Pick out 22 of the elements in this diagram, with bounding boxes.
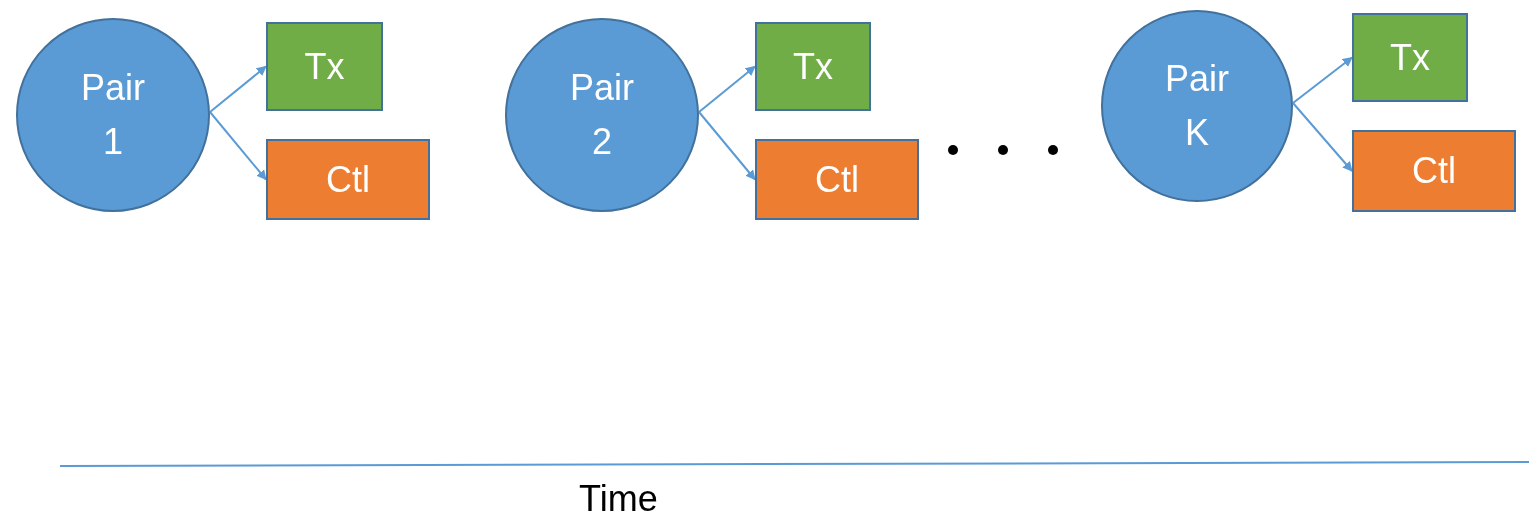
arrow [209, 111, 267, 181]
treatment-box [266, 22, 383, 111]
arrow [1292, 102, 1353, 172]
control-box [266, 139, 430, 220]
control-box [1352, 130, 1516, 212]
node-label: Ctl [1412, 149, 1456, 193]
node-label: Tx [304, 44, 345, 89]
node-label: Tx [1390, 35, 1430, 80]
node-label: Pair K [1164, 57, 1230, 155]
node-label: Pair 1 [80, 66, 146, 164]
arrow [698, 65, 756, 113]
axis-label: Time [579, 478, 658, 520]
node-label: Ctl [815, 157, 859, 202]
node-label: Tx [793, 44, 833, 89]
arrow [1292, 56, 1353, 104]
treatment-box [755, 22, 871, 111]
arrow [698, 111, 756, 181]
control-box [755, 139, 919, 220]
arrow [209, 65, 267, 113]
node-label: Pair 2 [569, 66, 635, 164]
treatment-box [1352, 13, 1468, 102]
node-label: Ctl [326, 157, 370, 202]
